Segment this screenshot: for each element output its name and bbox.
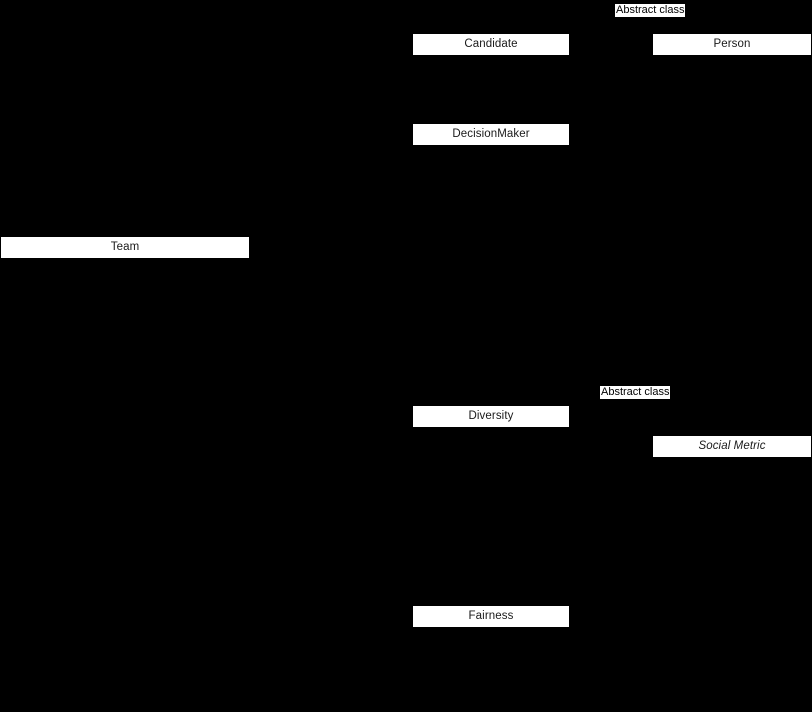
class-box-diversity[interactable]: Diversity [412, 405, 570, 428]
class-box-candidate[interactable]: Candidate [412, 33, 570, 56]
class-box-social-metric[interactable]: Social Metric [652, 435, 812, 458]
class-box-fairness[interactable]: Fairness [412, 605, 570, 628]
class-name-fairness: Fairness [468, 609, 514, 622]
class-box-team[interactable]: Team [0, 236, 250, 259]
class-name-decisionmaker: DecisionMaker [452, 127, 530, 140]
class-name-team: Team [110, 240, 140, 253]
class-box-decisionmaker[interactable]: DecisionMaker [412, 123, 570, 146]
abstract-class-tooltip-social-metric: Abstract class [600, 386, 671, 399]
class-name-social-metric: Social Metric [698, 439, 766, 452]
class-name-candidate: Candidate [464, 37, 518, 50]
abstract-class-tooltip-person: Abstract class [615, 4, 686, 17]
class-box-person[interactable]: Person [652, 33, 812, 56]
class-name-person: Person [713, 37, 751, 50]
class-name-diversity: Diversity [468, 409, 514, 422]
